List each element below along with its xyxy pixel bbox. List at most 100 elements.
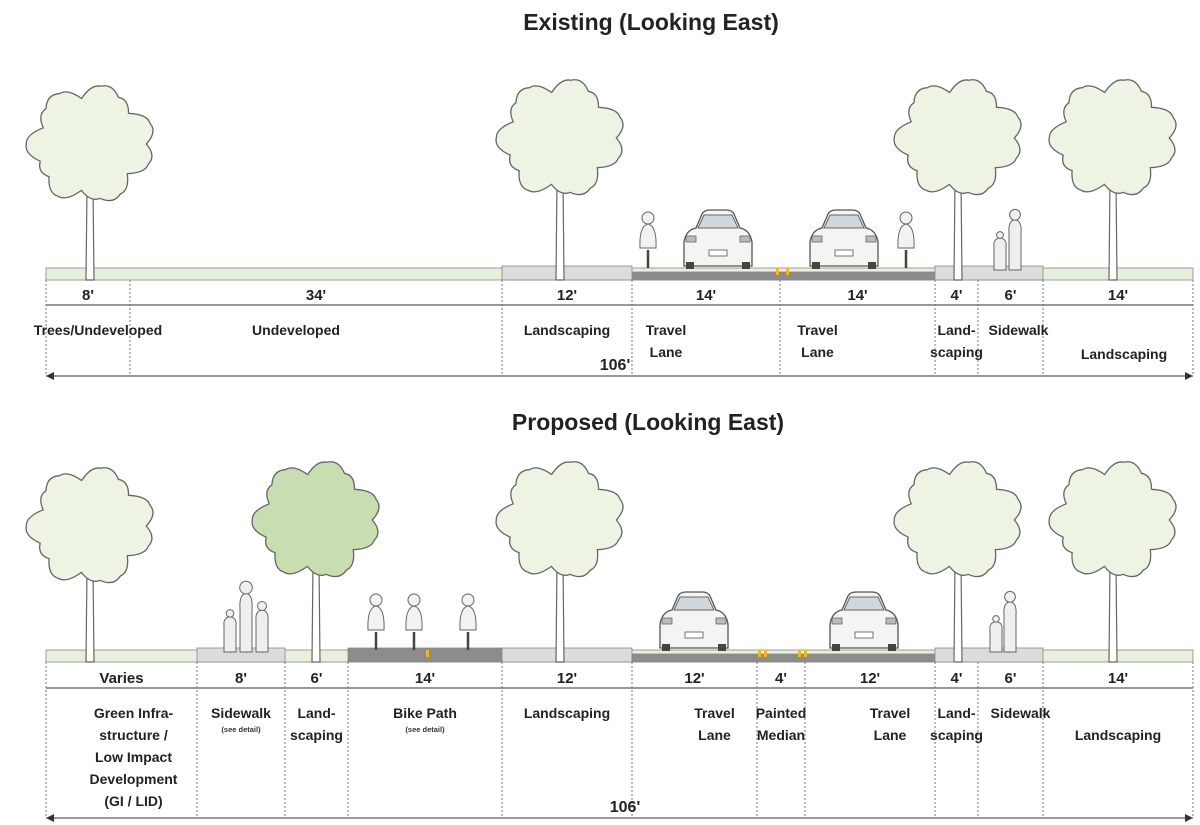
car-plate xyxy=(708,249,728,257)
roadway xyxy=(631,653,936,663)
landscape-curb xyxy=(501,265,633,281)
rider-body xyxy=(639,223,657,249)
car-light-left xyxy=(831,617,843,625)
segment-note: (see detail) xyxy=(221,725,261,734)
segment-dimension: 34' xyxy=(306,287,326,304)
car-wheel-right xyxy=(742,262,750,269)
car-plate xyxy=(684,631,704,639)
segment-dimension: 12' xyxy=(557,670,577,687)
car-light-right xyxy=(885,617,897,625)
arrow-right xyxy=(1185,372,1193,380)
arrow-left xyxy=(46,372,54,380)
segment-label: Travel xyxy=(646,322,686,338)
bike-path xyxy=(347,647,503,663)
segment-label: Landscaping xyxy=(1075,727,1161,743)
car-light-right xyxy=(739,235,751,243)
cyclist xyxy=(367,593,385,650)
car-wheel-right xyxy=(718,644,726,651)
cyclist xyxy=(405,593,423,650)
car-wheel-left xyxy=(686,262,694,269)
cyclist xyxy=(459,593,477,650)
rider-head xyxy=(641,211,655,225)
segment-label: scaping xyxy=(930,344,983,360)
pedestrian-body xyxy=(993,237,1007,271)
pedestrian-head xyxy=(225,609,235,618)
car-wheel-left xyxy=(832,644,840,651)
segment-label: Sidewalk xyxy=(989,322,1049,338)
segment-label: Landscaping xyxy=(524,322,610,338)
landscape-curb xyxy=(501,647,633,663)
pedestrian-body xyxy=(989,621,1003,653)
segment-label: Green Infra- xyxy=(94,705,174,721)
segment-label: Lane xyxy=(801,344,834,360)
median-stripe xyxy=(804,650,807,657)
tree-trunk xyxy=(953,179,963,281)
segment-label: Lane xyxy=(698,727,731,743)
car-wheel-right xyxy=(868,262,876,269)
segment-label: Land- xyxy=(937,705,975,721)
car-wheel-left xyxy=(662,644,670,651)
tree-canopy xyxy=(1048,461,1177,578)
car-windshield xyxy=(697,214,739,229)
car xyxy=(659,591,729,651)
segment-label: Lane xyxy=(650,344,683,360)
rider-head xyxy=(899,211,913,225)
pedestrian xyxy=(1008,208,1022,271)
median-stripe xyxy=(764,650,767,657)
car-plate xyxy=(854,631,874,639)
segment-label: Low Impact xyxy=(95,749,172,765)
segment-label: Travel xyxy=(694,705,734,721)
tree xyxy=(25,467,154,663)
car-wheel-right xyxy=(888,644,896,651)
median-stripe xyxy=(776,268,779,275)
tree xyxy=(495,461,624,663)
segment-dimension: 14' xyxy=(1108,287,1128,304)
median-stripe xyxy=(798,650,801,657)
pedestrian xyxy=(993,231,1007,271)
car-light-left xyxy=(685,235,697,243)
segment-label: Land- xyxy=(297,705,335,721)
segment-label: Median xyxy=(757,727,805,743)
segment-dimension: 12' xyxy=(860,670,880,687)
pedestrian-body xyxy=(1003,601,1017,653)
pedestrian-body xyxy=(255,609,269,653)
rider-body xyxy=(897,223,915,249)
segment-dimension: 14' xyxy=(696,287,716,304)
segment-dimension: 14' xyxy=(415,670,435,687)
segment-dimension: 8' xyxy=(235,670,247,687)
roadway xyxy=(631,271,936,281)
segment-dimension: 6' xyxy=(1005,287,1017,304)
tree-canopy xyxy=(251,461,380,578)
car-plate xyxy=(834,249,854,257)
median-stripe xyxy=(426,650,429,657)
segment-dimension: 12' xyxy=(684,670,704,687)
tree xyxy=(1048,79,1177,281)
median-stripe xyxy=(786,268,789,275)
pedestrian-body xyxy=(1008,219,1022,271)
tree xyxy=(893,79,1022,281)
tree-trunk xyxy=(1108,561,1118,663)
tree-trunk xyxy=(555,179,565,281)
cyclist xyxy=(639,211,657,268)
car xyxy=(829,591,899,651)
segment-label: Landscaping xyxy=(1081,346,1167,362)
segment-dimension: 4' xyxy=(951,287,963,304)
arrow-left xyxy=(46,814,54,822)
cyclist xyxy=(897,211,915,268)
segment-label: scaping xyxy=(930,727,983,743)
total-width: 106' xyxy=(600,357,631,374)
tree-trunk xyxy=(85,567,95,663)
pedestrian xyxy=(223,609,237,653)
segment-label: Bike Path xyxy=(393,705,457,721)
rider-head xyxy=(407,593,421,607)
segment-label: Trees/Undeveloped xyxy=(34,322,162,338)
pedestrian-body xyxy=(223,616,237,653)
tree-canopy xyxy=(1048,79,1177,196)
rider-head xyxy=(461,593,475,607)
segment-dimension: 4' xyxy=(775,670,787,687)
segment-dimension: 6' xyxy=(1005,670,1017,687)
existing-section: Existing (Looking East) 8'Trees/Undevelo… xyxy=(25,9,1194,380)
tree-canopy xyxy=(25,85,154,202)
segment-label: Sidewalk xyxy=(991,705,1051,721)
rider-body xyxy=(405,605,423,631)
